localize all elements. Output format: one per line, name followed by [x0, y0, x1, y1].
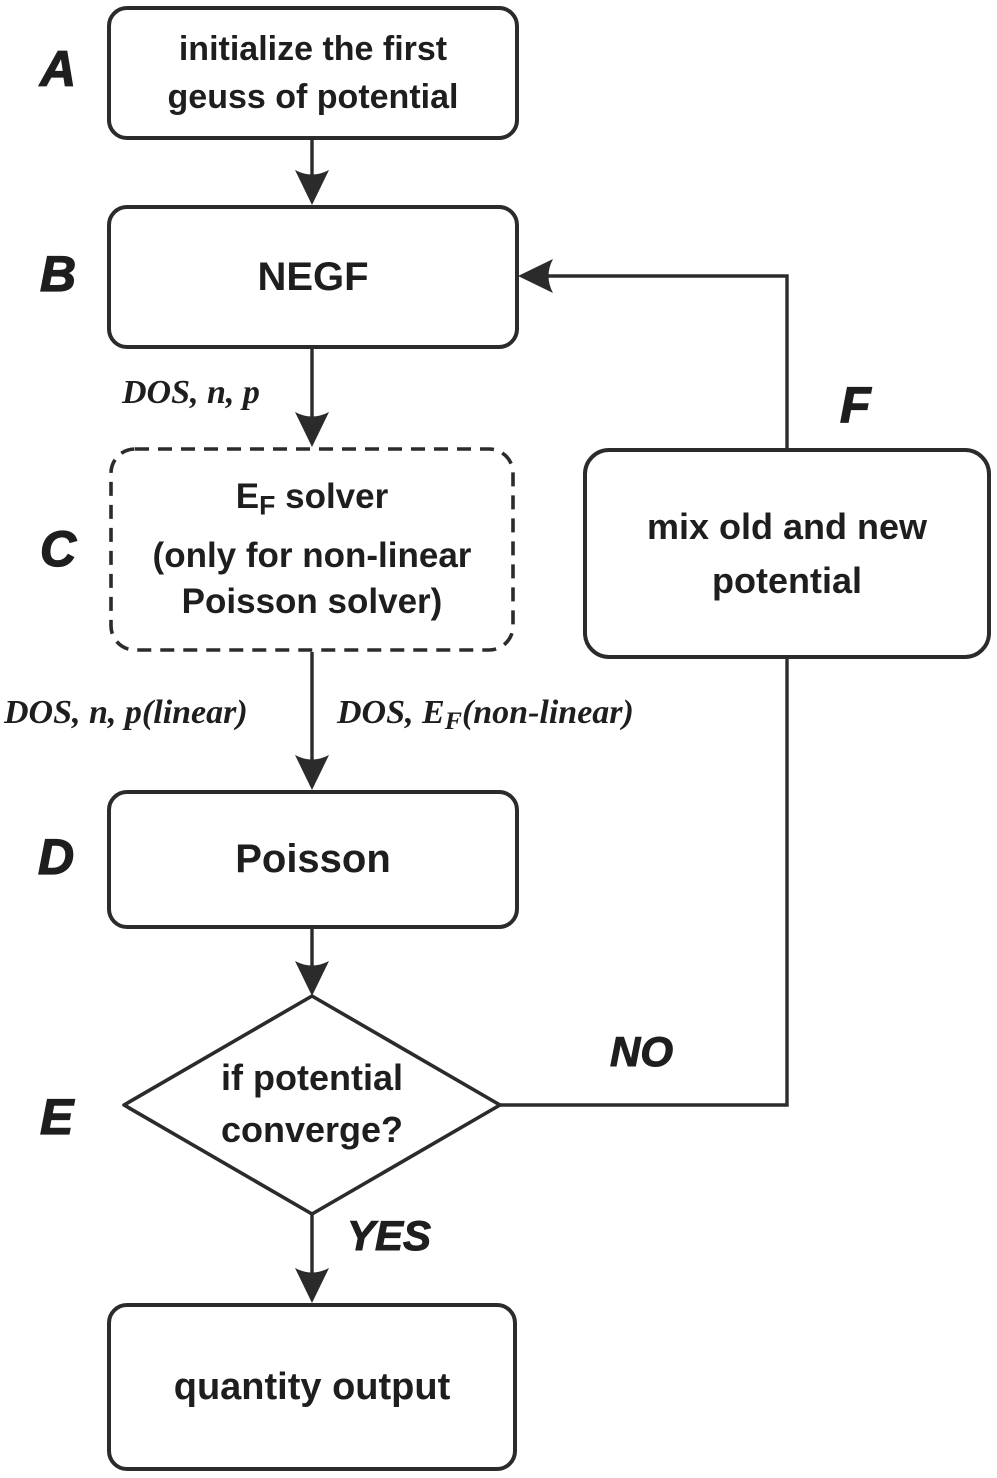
node-g-label: quantity output: [173, 1365, 451, 1408]
node-ef-solver: EF solver (only for non-linear Poisson s…: [109, 447, 515, 652]
node-e-line2: converge?: [220, 1109, 404, 1151]
node-quantity-output: quantity output: [107, 1303, 517, 1471]
step-label-d: D: [37, 828, 75, 885]
ef-subscript: F: [259, 489, 276, 520]
step-label-a: A: [39, 40, 77, 97]
edge-label-dos-nonlinear: DOS, EF(non-linear): [337, 694, 634, 736]
node-c-dashed-border: [109, 447, 515, 652]
step-label-c: C: [39, 520, 77, 577]
node-initialize-guess: initialize the first geuss of potential: [107, 6, 519, 140]
node-e-decision-text: if potential converge?: [162, 1052, 462, 1156]
node-a-line1: initialize the first: [178, 29, 448, 68]
node-a-line2: geuss of potential: [167, 78, 459, 116]
arrowhead-into-b: [518, 259, 553, 293]
node-b-label: NEGF: [257, 254, 369, 299]
step-label-f: F: [839, 376, 871, 433]
node-d-label: Poisson: [235, 837, 391, 881]
edge-label-dos-n-p: DOS, n, p: [122, 374, 260, 411]
node-mix-potential: mix old and new potential: [583, 448, 991, 659]
no-branch-label: NO: [610, 1028, 674, 1076]
ef-subscript: F: [444, 706, 462, 736]
node-c-line2: (only for non-linear: [152, 536, 472, 576]
step-label-b: B: [39, 245, 77, 302]
node-c-line1: EF solver: [235, 476, 389, 520]
arrow-b-to-c: [295, 341, 329, 447]
node-negf: NEGF: [107, 205, 519, 349]
node-c-line3: Poisson solver): [181, 582, 443, 622]
node-f-line1: mix old and new: [646, 505, 928, 547]
arrow-e-to-g: [295, 1214, 329, 1303]
node-e-line1: if potential: [221, 1057, 403, 1098]
loop-no-e-to-b: [500, 274, 789, 1107]
yes-branch-label: YES: [346, 1212, 432, 1260]
node-f-line2: potential: [712, 559, 862, 601]
step-label-e: E: [39, 1088, 74, 1145]
arrow-d-to-e: [295, 921, 329, 996]
arrow-c-to-d: [295, 652, 329, 790]
node-poisson: Poisson: [107, 790, 519, 929]
edge-label-dos-linear: DOS, n, p(linear): [4, 694, 248, 731]
arrow-a-to-b: [295, 132, 329, 205]
node-e-diamond: [122, 994, 502, 1216]
